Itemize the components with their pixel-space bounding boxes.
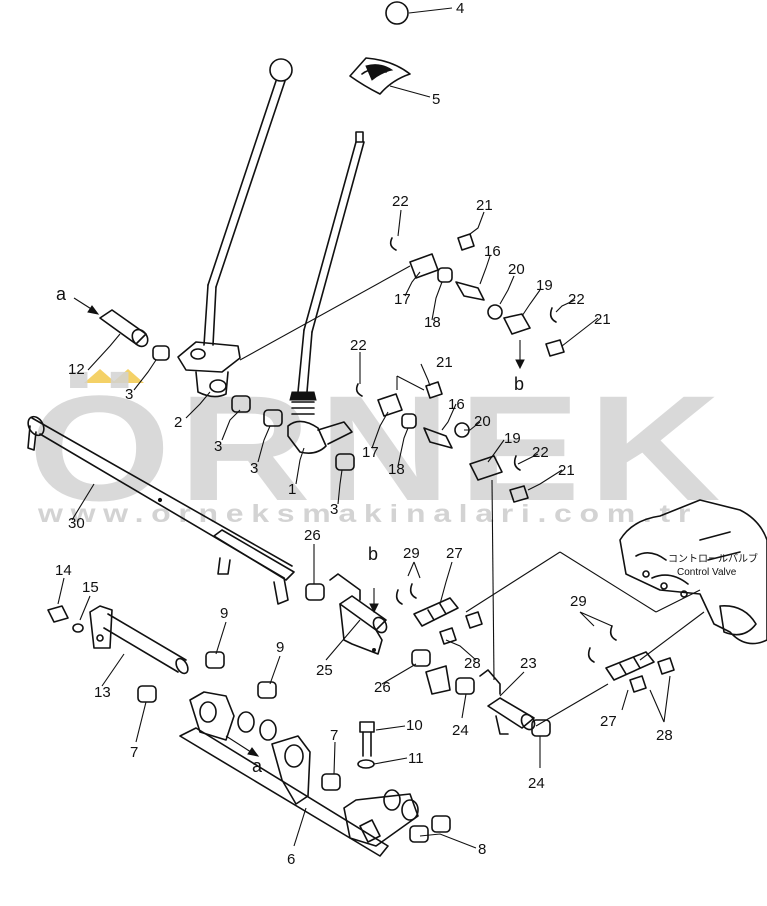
callout-29: 29 [570, 593, 587, 610]
callout-25: 25 [316, 662, 333, 679]
callout-26: 26 [374, 679, 391, 696]
control-valve-label-jp: コントロールバルブ [668, 552, 758, 565]
callout-3: 3 [214, 438, 222, 455]
callout-5: 5 [432, 91, 440, 108]
callout-1: 1 [288, 481, 296, 498]
leader-lines [57, 7, 671, 849]
part-bushings-7 [137, 685, 341, 791]
part-shaft-13 [47, 605, 189, 675]
callout-12: 12 [68, 361, 85, 378]
part-rod-end-27-upper [413, 597, 459, 627]
callout-21: 21 [476, 197, 493, 214]
callout-22: 22 [568, 291, 585, 308]
callout-19: 19 [536, 277, 553, 294]
callout-16: 16 [448, 396, 465, 413]
part-pin-12 [99, 309, 149, 348]
callout-22: 22 [532, 444, 549, 461]
callout-16: 16 [484, 243, 501, 260]
part-bushings-26 [305, 583, 451, 695]
callout-labels: 4 5 22 21 16 20 19 22 21 17 18 b a 12 3 … [55, 0, 673, 868]
callout-6: 6 [287, 851, 295, 868]
callout-24: 24 [528, 775, 545, 792]
callout-29: 29 [403, 545, 420, 562]
callout-7: 7 [330, 727, 338, 744]
part-bushings-8 [409, 815, 451, 843]
part-shaft-30 [27, 415, 295, 605]
arrow-label-b: b [368, 544, 378, 564]
part-bolt-10 [359, 721, 375, 757]
part-pins-29 [395, 583, 617, 663]
watermark-accent-left [84, 369, 116, 383]
part-left-lever [177, 58, 293, 398]
callout-21: 21 [436, 354, 453, 371]
part-linkage-lower [355, 381, 529, 503]
callout-18: 18 [424, 314, 441, 331]
part-bracket-25 [329, 573, 388, 655]
callout-10: 10 [406, 717, 423, 734]
watermark: ÖRNEK www.orneksmakinalari.com.tr [28, 364, 728, 532]
part-base-bracket-6 [179, 691, 419, 857]
callout-27: 27 [446, 545, 463, 562]
callout-21: 21 [558, 462, 575, 479]
part-bracket-23 [479, 669, 536, 735]
part-knob-spare [385, 1, 409, 25]
part-spacers-3-middle [231, 395, 355, 471]
part-bushings-24 [455, 677, 551, 737]
callout-27: 27 [600, 713, 617, 730]
callout-21: 21 [594, 311, 611, 328]
callout-17: 17 [362, 444, 379, 461]
callout-23: 23 [520, 655, 537, 672]
callout-14: 14 [55, 562, 72, 579]
callout-3: 3 [125, 386, 133, 403]
callout-19: 19 [504, 430, 521, 447]
callout-3: 3 [330, 501, 338, 518]
watermark-main-text: ÖRNEK [28, 364, 728, 532]
part-right-lever [287, 131, 365, 454]
part-spacer-3-upper [152, 345, 170, 361]
part-washer-11 [357, 759, 375, 769]
callout-30: 30 [68, 515, 85, 532]
callout-11: 11 [408, 750, 424, 767]
callout-28: 28 [464, 655, 481, 672]
arrow-label-a: a [56, 284, 67, 304]
control-valve-label-en: Control Valve [677, 567, 737, 578]
watermark-accent-right [112, 369, 144, 383]
watermark-url-text: www.orneksmakinalari.com.tr [37, 500, 698, 528]
callout-8: 8 [478, 841, 486, 858]
callout-7: 7 [130, 744, 138, 761]
callout-28: 28 [656, 727, 673, 744]
part-lever-boot [349, 57, 411, 95]
callout-24: 24 [452, 722, 469, 739]
callout-18: 18 [388, 461, 405, 478]
callout-26: 26 [304, 527, 321, 544]
control-valve-assembly: コントロールバルブ Control Valve [619, 499, 767, 645]
callout-22: 22 [392, 193, 409, 210]
part-bolts-28-upper [439, 611, 483, 645]
arrow-markers [73, 297, 525, 757]
callout-20: 20 [508, 261, 525, 278]
callout-13: 13 [94, 684, 111, 701]
callout-20: 20 [474, 413, 491, 430]
callout-22: 22 [350, 337, 367, 354]
part-bolts-28-lower [629, 657, 675, 693]
callout-4: 4 [456, 0, 464, 17]
part-linkage-upper [389, 233, 565, 357]
part-rod-end-27-lower [605, 651, 655, 681]
callout-9: 9 [276, 639, 284, 656]
callout-9: 9 [220, 605, 228, 622]
callout-2: 2 [174, 414, 182, 431]
callout-3: 3 [250, 460, 258, 477]
arrow-label-b: b [514, 374, 524, 394]
part-bushings-9 [205, 651, 277, 699]
callout-17: 17 [394, 291, 411, 308]
arrow-label-a: a [252, 756, 263, 776]
callout-15: 15 [82, 579, 99, 596]
